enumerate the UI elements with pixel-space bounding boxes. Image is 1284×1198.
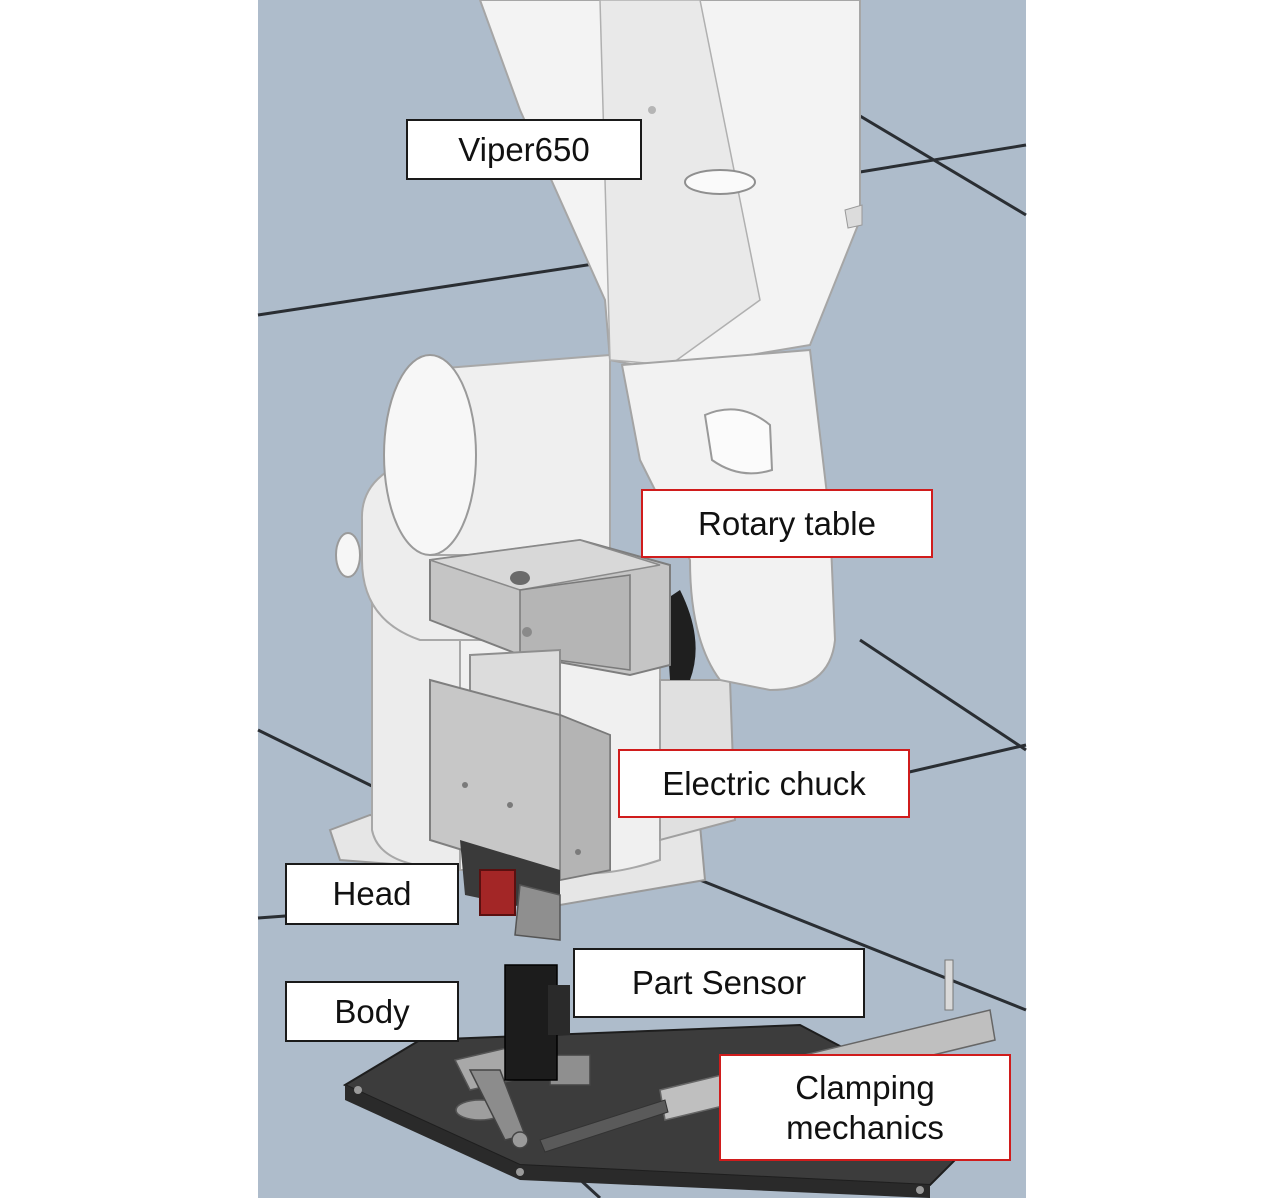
grid-line (849, 108, 1027, 217)
label-rotary-table: Rotary table (641, 489, 933, 558)
robot-upper-arm (478, 0, 863, 372)
label-part-sensor: Part Sensor (573, 948, 865, 1018)
gripper-head (460, 840, 561, 941)
grid-line (859, 638, 1027, 752)
label-clamping-mechanics: Clamping mechanics (719, 1054, 1011, 1161)
label-body: Body (285, 981, 459, 1042)
label-head: Head (285, 863, 459, 925)
grid-line (859, 143, 1027, 174)
label-electric-chuck: Electric chuck (618, 749, 910, 818)
part-sensor (504, 964, 570, 1081)
label-viper650: Viper650 (406, 119, 642, 180)
grid-line (699, 878, 1027, 1012)
rotary-table (429, 538, 671, 677)
grid-line (257, 258, 621, 317)
grid-line (257, 728, 381, 792)
grid-line (904, 743, 1027, 775)
shoulder-cap (383, 354, 477, 556)
electric-chuck (429, 648, 611, 882)
